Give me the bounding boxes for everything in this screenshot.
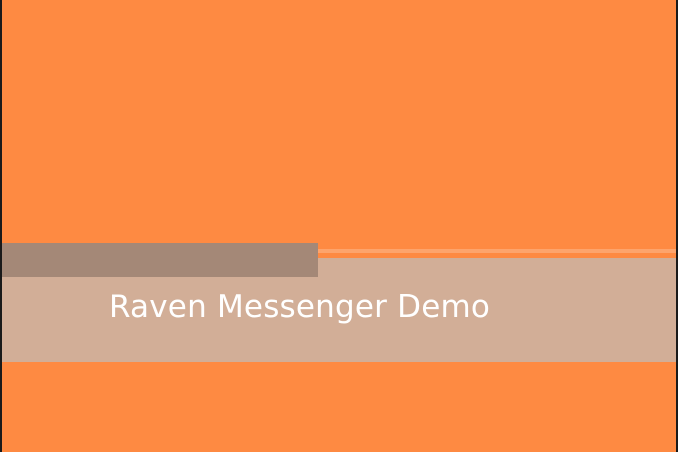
left-letterbox [0,0,2,452]
right-letterbox [676,0,678,452]
accent-line [2,249,676,253]
slide-title: Raven Messenger Demo [109,289,491,325]
accent-bar [2,243,318,277]
